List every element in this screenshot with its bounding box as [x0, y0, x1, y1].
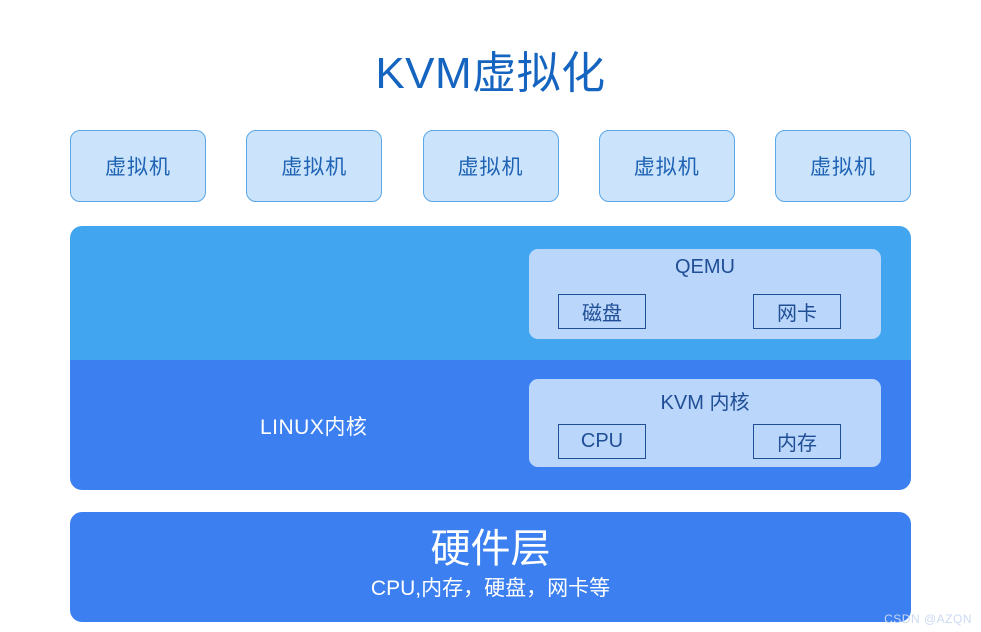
qemu-chip-nic: 网卡: [753, 294, 841, 329]
hardware-layer-subtitle: CPU,内存，硬盘，网卡等: [370, 577, 611, 600]
kvm-chip-memory: 内存: [753, 424, 841, 459]
hardware-layer-title: 硬件层: [430, 527, 551, 571]
qemu-panel: QEMU 磁盘 网卡: [529, 249, 881, 339]
linux-kernel-band: KVM 内核 CPU 内存: [70, 360, 911, 490]
vm-box-2: 虚拟机: [246, 130, 383, 202]
vm-box-4: 虚拟机: [598, 130, 735, 202]
vm-box-1: 虚拟机: [70, 130, 206, 202]
kvm-chip-cpu: CPU: [558, 424, 646, 459]
linux-kernel-label: LINUX内核: [260, 416, 368, 439]
kvm-panel-title: KVM 内核: [660, 392, 750, 414]
hardware-layer: 硬件层 CPU,内存，硬盘，网卡等: [70, 512, 911, 622]
qemu-panel-title: QEMU: [675, 256, 735, 278]
qemu-chip-disk: 磁盘: [558, 294, 646, 329]
kvm-kernel-panel: KVM 内核 CPU 内存: [529, 379, 881, 467]
vm-box-3: 虚拟机: [422, 130, 559, 202]
vm-box-label: 虚拟机: [457, 156, 524, 179]
virtual-machine-row: 虚拟机 虚拟机 虚拟机 虚拟机 虚拟机: [70, 130, 911, 202]
vm-box-5: 虚拟机: [775, 130, 911, 202]
vm-box-label: 虚拟机: [105, 156, 171, 179]
vm-box-label: 虚拟机: [633, 156, 700, 179]
page-title: KVM虚拟化: [375, 49, 606, 98]
middle-stack: QEMU 磁盘 网卡 KVM 内核 CPU 内存 LINUX内核: [70, 226, 911, 490]
vm-box-label: 虚拟机: [810, 156, 876, 179]
vm-box-label: 虚拟机: [281, 156, 348, 179]
watermark: CSDN @AZQN: [884, 612, 972, 626]
qemu-band: QEMU 磁盘 网卡: [70, 226, 911, 360]
